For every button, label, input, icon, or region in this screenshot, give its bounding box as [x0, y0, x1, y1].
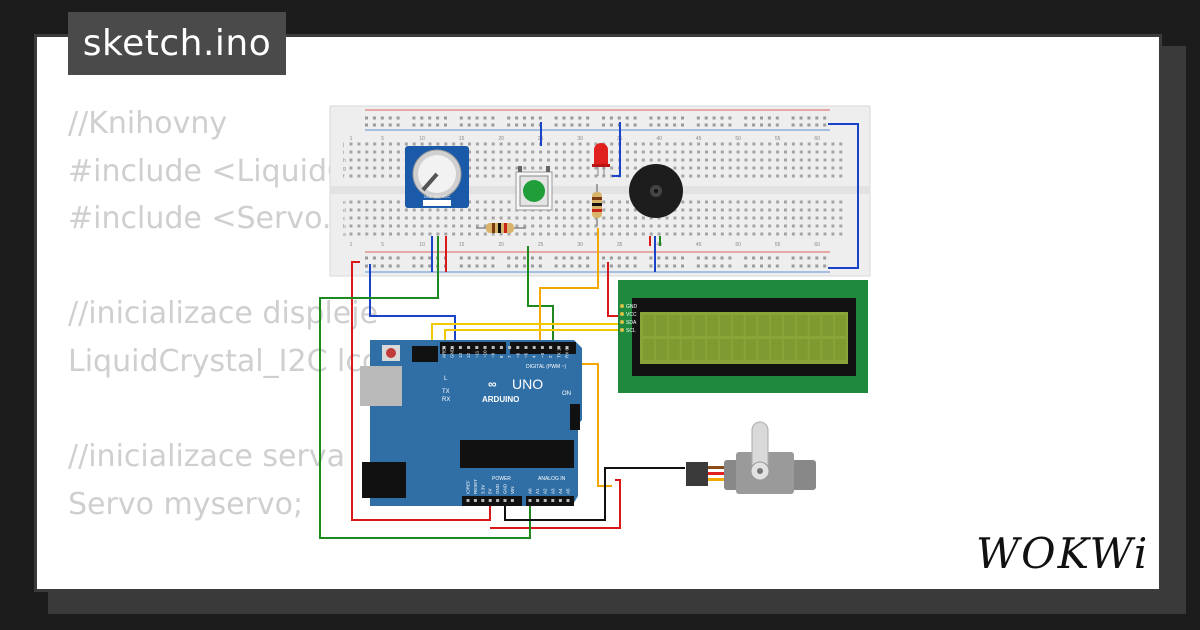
breadboard-row-letter: b	[343, 224, 346, 230]
arduino-pin-label: GND	[495, 483, 500, 494]
code-line: //inicializace serva	[68, 439, 345, 475]
breadboard-column-number: 1	[350, 136, 353, 142]
breadboard-row-letter: i	[343, 150, 344, 156]
arduino-pin-label: 4	[532, 355, 537, 358]
breadboard-row-letter: f	[343, 174, 345, 180]
breadboard-column-number: 15	[459, 242, 465, 248]
arduino-pin-label: A3	[550, 488, 555, 494]
wires	[319, 122, 859, 539]
arduino-pin-label: ~10	[483, 350, 488, 358]
breadboard-column-number: 60	[814, 242, 820, 248]
arduino-l-label: L	[444, 376, 448, 382]
arduino-pin-label: VIN	[510, 486, 515, 494]
arduino-rx-label: RX	[442, 397, 450, 403]
arduino-pin-label: 7	[507, 355, 512, 358]
arduino-on-label: ON	[562, 391, 571, 397]
arduino-pin-label: RESET	[473, 479, 478, 494]
lcd-pin-label: SCL	[626, 328, 636, 334]
arduino-pin-label: 3.3V	[480, 485, 485, 494]
breadboard-column-number: 1	[350, 242, 353, 248]
arduino-pin-label: ~11	[474, 350, 479, 358]
arduino-pin-label: GND	[450, 347, 455, 358]
breadboard-column-number: 30	[577, 242, 583, 248]
svg-text:GND SIG VCC: GND SIG VCC	[424, 194, 451, 199]
arduino-pin-label: RX 0	[565, 347, 570, 358]
svg-text:∞: ∞	[488, 377, 497, 391]
breadboard-column-number: 50	[735, 242, 741, 248]
arduino-pin-label: A4	[558, 488, 563, 494]
breadboard-column-number: 60	[814, 136, 820, 142]
breadboard-column-number: 45	[696, 136, 702, 142]
code-line: //Knihovny	[68, 106, 228, 141]
push-button[interactable]	[515, 166, 553, 211]
arduino-pin-label: ~3	[540, 352, 545, 358]
breadboard-column-number: 10	[419, 136, 425, 142]
breadboard-column-number: 20	[498, 242, 504, 248]
potentiometer[interactable]: GND SIG VCC	[405, 146, 469, 208]
breadboard-row-letter: a	[343, 232, 346, 238]
breadboard-row-letter: g	[343, 166, 346, 172]
breadboard-row-letter: e	[343, 200, 346, 206]
arduino-power-label: POWER	[492, 476, 511, 482]
lcd-pin-label: SDA	[626, 320, 637, 326]
breadboard-row-letter: d	[343, 208, 346, 214]
resistor-led[interactable]	[592, 184, 602, 226]
breadboard-column-number: 45	[696, 242, 702, 248]
lcd-display[interactable]: GND VCC SDA SCL	[618, 280, 868, 393]
arduino-pin-label: ~6	[515, 352, 520, 358]
svg-text:WOKWi: WOKWi	[976, 529, 1149, 578]
arduino-digital-label: DIGITAL (PWM ~)	[526, 364, 566, 370]
breadboard-row-letter: h	[343, 158, 346, 164]
breadboard-column-number: 10	[419, 242, 425, 248]
arduino-pin-label: GND	[503, 483, 508, 494]
breadboard-column-number: 30	[577, 136, 583, 142]
arduino-brand: ARDUINO	[482, 395, 519, 404]
breadboard-column-number: 25	[538, 242, 544, 248]
arduino-pin-label: ~5	[524, 352, 529, 358]
breadboard-column-number: 5	[381, 136, 384, 142]
breadboard-row-letter: c	[343, 216, 346, 222]
breadboard-column-number: 40	[656, 136, 662, 142]
arduino-pin-label: A5	[566, 488, 571, 494]
arduino-pin-label: 13	[458, 352, 463, 358]
breadboard-column-number: 35	[617, 242, 623, 248]
arduino-model: UNO	[512, 376, 543, 392]
lcd-pin-label: VCC	[626, 312, 637, 318]
servo-motor[interactable]	[686, 421, 816, 494]
breadboard-column-number: 55	[775, 242, 781, 248]
arduino-pin-label: A1	[535, 488, 540, 494]
arduino-pin-label: ~9	[491, 352, 496, 358]
arduino-pin-label: A2	[543, 488, 548, 494]
arduino-pin-label: TX 1	[556, 348, 561, 358]
wokwi-logo: WOKWi	[976, 529, 1149, 578]
breadboard-column-number: 55	[775, 136, 781, 142]
arduino-pin-label: 2	[548, 355, 553, 358]
file-tab[interactable]: sketch.ino	[68, 12, 286, 75]
arduino-pin-label: AREF	[442, 346, 447, 358]
arduino-tx-label: TX	[442, 389, 450, 395]
breadboard-row-letter: j	[342, 142, 344, 148]
lcd-pin-label: GND	[626, 304, 638, 310]
breadboard-column-number: 50	[735, 136, 741, 142]
breadboard-column-number: 5	[381, 242, 384, 248]
arduino-pin-label: 12	[466, 352, 471, 358]
buzzer[interactable]	[629, 164, 683, 218]
code-line: #include <Servo.h>	[68, 201, 376, 237]
resistor-button[interactable]	[476, 223, 526, 233]
breadboard-column-number: 20	[498, 136, 504, 142]
arduino-analog-label: ANALOG IN	[538, 476, 566, 482]
arduino-pin-label: 8	[499, 355, 504, 358]
arduino-pin-label: IOREF	[466, 480, 471, 494]
arduino-pin-label: A0	[528, 488, 533, 494]
code-line: Servo myservo;	[68, 486, 304, 522]
arduino-pin-label: 5V	[488, 488, 493, 494]
breadboard-column-number: 15	[459, 136, 465, 142]
red-led[interactable]	[592, 143, 610, 176]
